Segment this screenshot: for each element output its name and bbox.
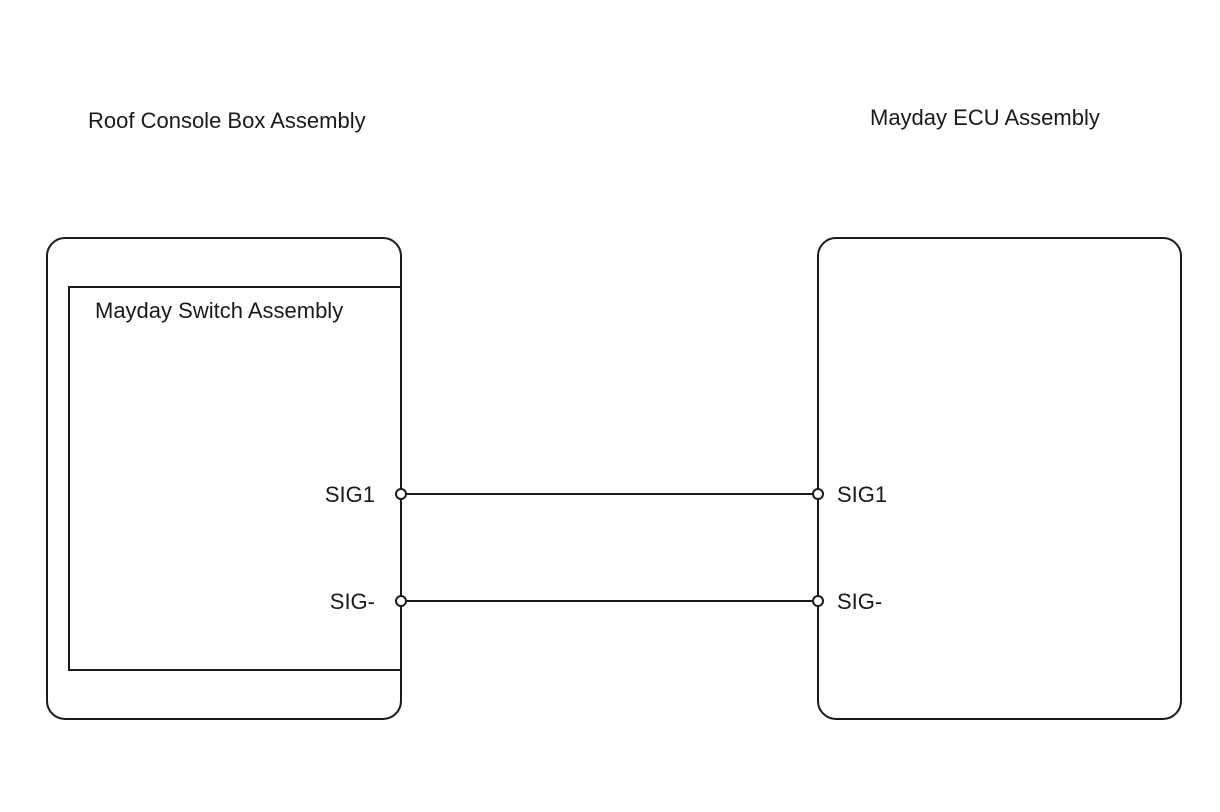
mayday-switch-title: Mayday Switch Assembly (95, 298, 343, 323)
pin-label-right-sig1: SIG1 (837, 482, 887, 507)
terminal-right-sig1 (812, 488, 824, 500)
pin-label-left-sig1: SIG1 (325, 482, 375, 507)
mayday-ecu-title: Mayday ECU Assembly (870, 105, 1100, 130)
roof-console-title: Roof Console Box Assembly (88, 108, 366, 133)
roof-console-box (46, 237, 402, 720)
pin-label-left-sig-minus: SIG- (330, 589, 375, 614)
mayday-ecu-box (817, 237, 1182, 720)
terminal-left-sig1 (395, 488, 407, 500)
pin-label-right-sig-minus: SIG- (837, 589, 882, 614)
terminal-left-sig-minus (395, 595, 407, 607)
terminal-right-sig-minus (812, 595, 824, 607)
mayday-switch-box (68, 286, 401, 671)
